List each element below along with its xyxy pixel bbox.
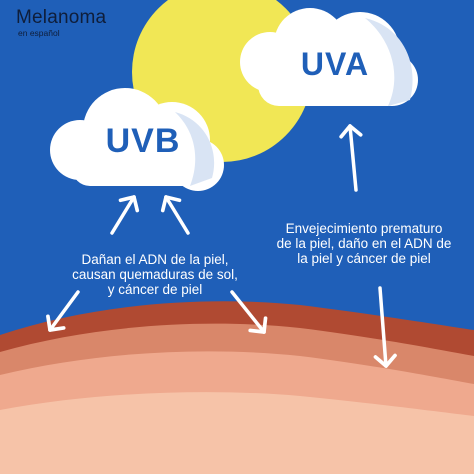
uva-effects-caption: Envejecimiento prematuro de la piel, dañ… bbox=[266, 221, 462, 266]
uvb-arrow-up-left bbox=[110, 195, 140, 235]
uvb-caption-line: Dañan el ADN de la piel, bbox=[81, 252, 229, 267]
logo-name: Melanoma bbox=[16, 7, 107, 28]
uva-caption-line: la piel y cáncer de piel bbox=[297, 251, 431, 266]
uvb-effects-caption: Dañan el ADN de la piel, causan quemadur… bbox=[50, 252, 260, 297]
uvb-arrow-up-right bbox=[160, 195, 190, 235]
uvb-arrow-down-left bbox=[46, 290, 80, 332]
uvb-label: UVB bbox=[105, 122, 181, 160]
uva-cloud-icon bbox=[240, 8, 418, 106]
uva-label: UVA bbox=[300, 46, 370, 82]
uva-arrow-down bbox=[373, 286, 397, 368]
uvb-arrow-down-right bbox=[230, 290, 268, 334]
uva-caption-line: Envejecimiento prematuro bbox=[285, 221, 443, 236]
skin-layer-inner bbox=[0, 392, 474, 474]
uvb-caption-line: y cáncer de piel bbox=[107, 282, 203, 297]
uva-arrow-up bbox=[339, 124, 363, 192]
uva-caption-line: de la piel, daño en el ADN de bbox=[276, 236, 452, 251]
uvb-caption-line: causan quemaduras de sol, bbox=[72, 267, 238, 282]
uvb-cloud-icon bbox=[50, 88, 224, 191]
melanoma-logo: Melanoma en español bbox=[16, 7, 107, 39]
logo-subtitle: en español bbox=[18, 28, 60, 38]
